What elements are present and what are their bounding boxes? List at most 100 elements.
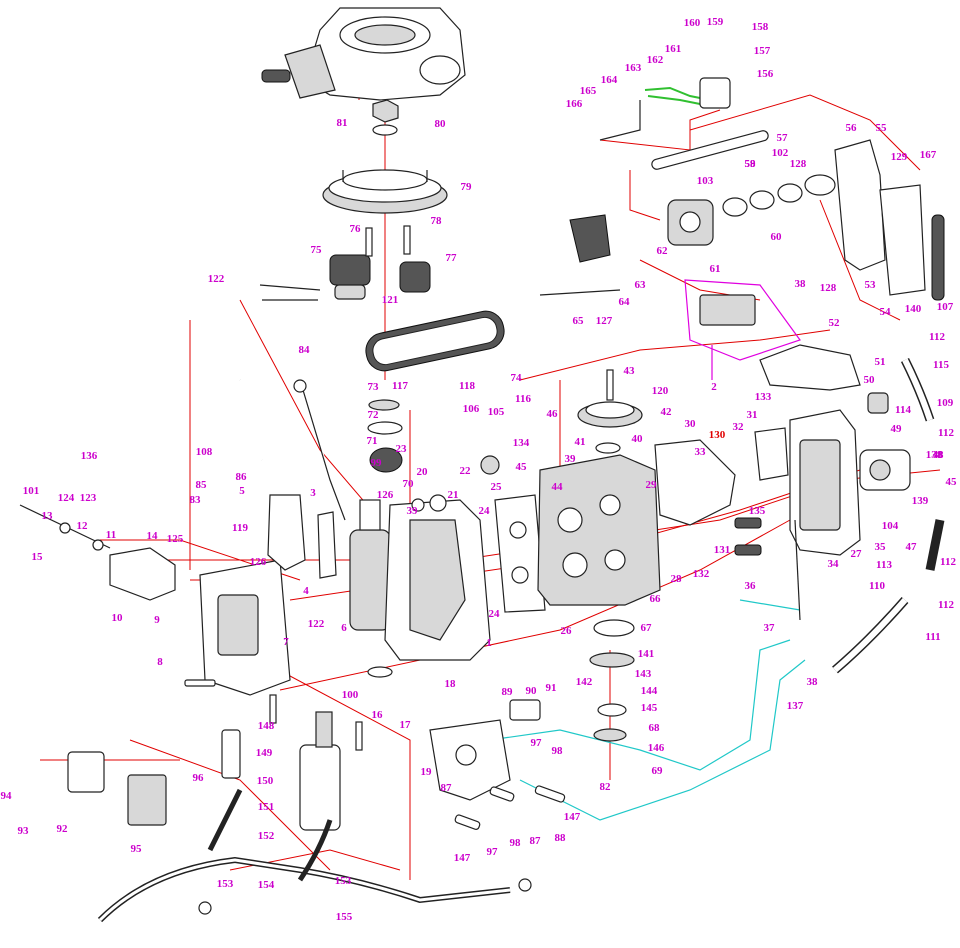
callout-label-75: 75 xyxy=(311,244,323,256)
lower-bracket xyxy=(429,719,511,801)
callout-label-38: 38 xyxy=(795,278,807,290)
callout-label-99: 99 xyxy=(371,457,383,469)
callout-label-149: 149 xyxy=(256,747,273,759)
callout-label-10: 10 xyxy=(112,612,124,624)
callout-label-162: 162 xyxy=(647,54,664,66)
callout-label-96: 96 xyxy=(193,772,205,784)
callout-label-15: 15 xyxy=(32,551,44,563)
callout-label-98: 98 xyxy=(552,745,564,757)
starter-motor xyxy=(299,711,341,831)
callout-labels: 1234567891011121314151617181920212223242… xyxy=(1,16,958,923)
callout-label-14: 14 xyxy=(147,530,159,542)
callout-label-109: 109 xyxy=(937,397,954,409)
callout-label-79: 79 xyxy=(461,181,473,193)
callout-label-112: 112 xyxy=(938,427,954,439)
callout-label-151: 151 xyxy=(258,801,275,813)
callout-label-135: 135 xyxy=(749,505,766,517)
callout-label-50: 50 xyxy=(864,374,876,386)
callout-label-102: 102 xyxy=(772,147,789,159)
intake-manifold xyxy=(804,139,926,296)
callout-label-115: 115 xyxy=(933,359,949,371)
callout-label-16: 16 xyxy=(372,709,384,721)
callout-label-86: 86 xyxy=(236,471,248,483)
callout-label-51: 51 xyxy=(875,356,886,368)
callout-label-128: 128 xyxy=(820,282,837,294)
callout-label-91: 91 xyxy=(546,682,557,694)
callout-label-120: 120 xyxy=(652,385,669,397)
callout-label-93: 93 xyxy=(18,825,30,837)
callout-label-147: 147 xyxy=(564,811,581,823)
flywheel-cover xyxy=(261,7,466,101)
valve-cover xyxy=(789,409,861,556)
callout-label-29: 29 xyxy=(646,479,658,491)
callout-label-129: 129 xyxy=(891,151,908,163)
callout-label-28: 28 xyxy=(671,573,683,585)
callout-label-112: 112 xyxy=(938,599,954,611)
callout-label-110: 110 xyxy=(869,580,885,592)
callout-label-18: 18 xyxy=(445,678,457,690)
callout-label-74: 74 xyxy=(511,372,523,384)
timing-belt xyxy=(365,310,505,372)
callout-label-80: 80 xyxy=(435,118,447,130)
callout-label-98: 98 xyxy=(510,837,522,849)
callout-label-23: 23 xyxy=(396,443,408,455)
callout-label-85: 85 xyxy=(196,479,208,491)
callout-label-36: 36 xyxy=(745,580,757,592)
callout-label-41: 41 xyxy=(575,436,586,448)
callout-label-147: 147 xyxy=(454,852,471,864)
callout-label-67: 67 xyxy=(641,622,653,634)
callout-label-153: 153 xyxy=(217,878,234,890)
callout-label-70: 70 xyxy=(403,478,415,490)
callout-label-37: 37 xyxy=(764,622,776,634)
callout-label-104: 104 xyxy=(882,520,899,532)
callout-label-81: 81 xyxy=(337,117,348,129)
callout-label-32: 32 xyxy=(733,421,745,433)
callout-label-105: 105 xyxy=(488,406,505,418)
crankshaft xyxy=(349,499,393,678)
callout-label-114: 114 xyxy=(895,404,911,416)
callout-label-27: 27 xyxy=(851,548,863,560)
callout-label-47: 47 xyxy=(906,541,918,553)
callout-label-35: 35 xyxy=(875,541,887,553)
callout-label-141: 141 xyxy=(638,648,655,660)
callout-label-22: 22 xyxy=(460,465,472,477)
callout-label-4: 4 xyxy=(303,585,309,597)
callout-label-62: 62 xyxy=(657,245,669,257)
callout-label-21: 21 xyxy=(448,489,459,501)
callout-label-95: 95 xyxy=(131,843,143,855)
callout-label-122: 122 xyxy=(208,273,225,285)
callout-label-132: 132 xyxy=(693,568,710,580)
callout-label-116: 116 xyxy=(515,393,531,405)
callout-label-155: 155 xyxy=(336,911,353,923)
callout-label-87: 87 xyxy=(441,782,453,794)
callout-label-150: 150 xyxy=(257,775,274,787)
callout-label-124: 124 xyxy=(58,492,75,504)
callout-label-159: 159 xyxy=(707,16,724,28)
callout-label-48: 48 xyxy=(933,449,945,461)
callout-label-134: 134 xyxy=(513,437,530,449)
callout-label-121: 121 xyxy=(382,294,399,306)
callout-label-100: 100 xyxy=(342,689,359,701)
callout-label-123: 123 xyxy=(80,492,97,504)
callout-label-97: 97 xyxy=(487,846,499,858)
callout-label-111: 111 xyxy=(925,631,940,643)
callout-label-30: 30 xyxy=(685,418,697,430)
callout-label-60: 60 xyxy=(771,231,783,243)
callout-label-122: 122 xyxy=(308,618,325,630)
flywheel xyxy=(322,169,448,214)
callout-label-82: 82 xyxy=(600,781,612,793)
callout-label-54: 54 xyxy=(880,306,892,318)
callout-label-68: 68 xyxy=(649,722,661,734)
callout-label-77: 77 xyxy=(446,252,458,264)
callout-label-157: 157 xyxy=(754,45,771,57)
callout-label-59: 59 xyxy=(745,158,757,170)
callout-label-137: 137 xyxy=(787,700,804,712)
callout-label-2: 2 xyxy=(711,381,717,393)
callout-label-145: 145 xyxy=(641,702,658,714)
callout-label-127: 127 xyxy=(596,315,613,327)
carburetor xyxy=(667,199,714,246)
callout-label-101: 101 xyxy=(23,485,40,497)
callout-label-119: 119 xyxy=(232,522,248,534)
callout-label-73: 73 xyxy=(368,381,380,393)
